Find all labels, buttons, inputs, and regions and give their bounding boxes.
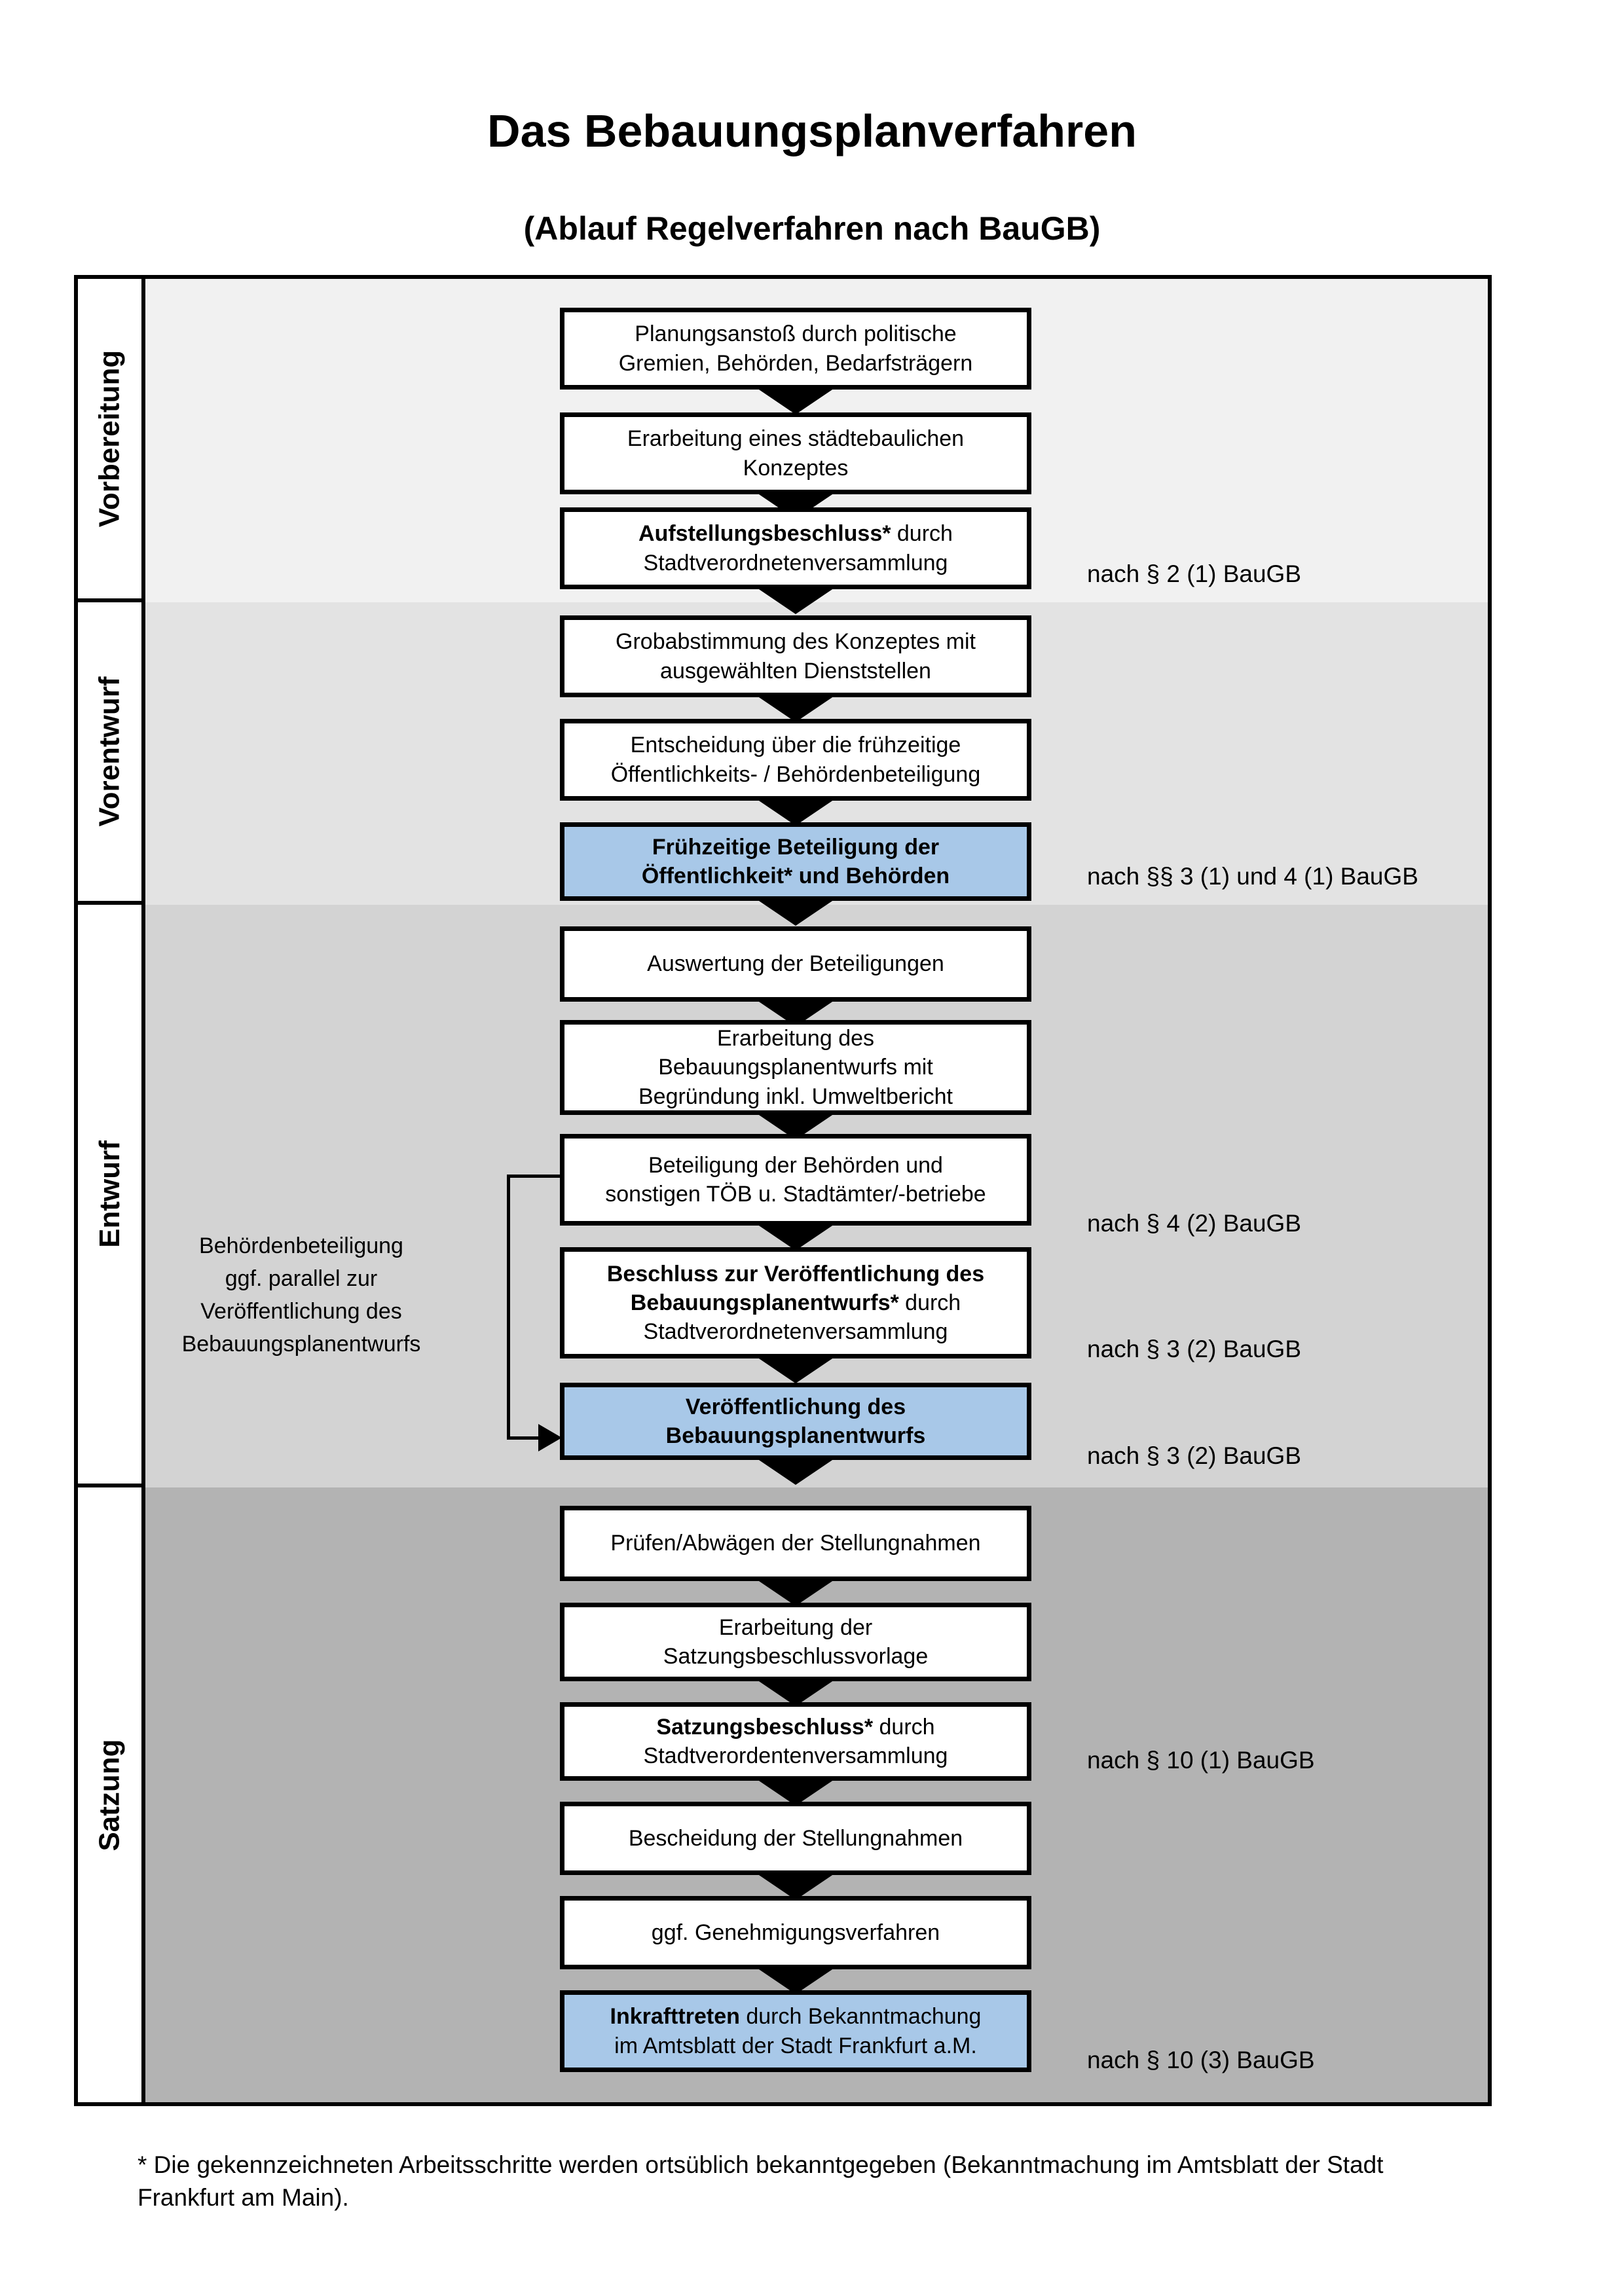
flow-step-text-rest: durch Stadtverordentenversammlung [643,1714,948,1768]
flow-step-text: Erarbeitung eines städtebaulichen Konzep… [625,424,967,482]
flow-step-text-rest: Bescheidung der Stellungnahmen [628,1825,963,1851]
phase-label-vorentwurf: Vorentwurf [93,676,126,827]
parallel-note: Behördenbeteiligung ggf. parallel zur Ve… [181,1233,421,1357]
flow-step-text: Erarbeitung der Satzungsbeschlussvorlage [661,1613,931,1671]
legal-reference: nach § 2 (1) BauGB [1087,560,1302,587]
flow-step-text: Planungsanstoß durch politische Gremien,… [616,319,976,377]
flow-step-text-rest: Entscheidung über die frühzeitige Öffent… [610,733,981,787]
flow-step-text-bold: Frühzeitige Beteiligung der Öffentlichke… [641,834,950,888]
flow-step-text: Bescheidung der Stellungnahmen [626,1824,965,1853]
flow-step-text-bold: Beschluss zur Veröffentlichung des Bebau… [606,1261,985,1315]
phase-label-cell: Vorbereitung [78,279,145,602]
flow-step-text-rest: Erarbeitung eines städtebaulichen Konzep… [627,426,965,481]
flow-step-text: Grobabstimmung des Konzeptes mit ausgewä… [613,627,978,685]
right-arrow-icon [538,1424,562,1451]
phase-label-cell: Vorentwurf [78,602,145,905]
down-arrow-icon [755,1679,836,1706]
phase-label-vorbereitung: Vorbereitung [93,350,126,528]
flow-step-text: Satzungsbeschluss* durch Stadtverordente… [641,1713,951,1770]
flow-step-text-rest: Grobabstimmung des Konzeptes mit ausgewä… [616,629,976,683]
flow-step-text: Inkrafttreten durch Bekanntmachung im Am… [608,2002,984,2060]
flow-step-grobabstimmung: Grobabstimmung des Konzeptes mit ausgewä… [560,615,1031,697]
down-arrow-icon [755,695,836,722]
flow-step-text: Entscheidung über die frühzeitige Öffent… [608,731,984,788]
down-arrow-icon [755,1872,836,1900]
phase-label-entwurf: Entwurf [93,1140,126,1248]
down-arrow-icon [755,1967,836,1994]
bracket-line-vertical [507,1175,510,1440]
down-arrow-icon [755,798,836,826]
flow-step-text-rest: Auswertung der Beteiligungen [647,951,944,977]
flow-step-text: Erarbeitung des Bebauungsplanentwurfs mi… [636,1024,955,1111]
flow-step-text-bold: Inkrafttreten [610,2004,740,2030]
legal-reference: nach § 3 (2) BauGB [1087,1442,1302,1469]
flow-step-text-rest: durch Stadtverordnetenversammlung [643,1290,961,1345]
flow-step-text: Prüfen/Abwägen der Stellungnahmen [608,1529,983,1558]
flow-step-text-rest: Prüfen/Abwägen der Stellungnahmen [610,1531,981,1556]
flow-step-satzungsvorlage: Erarbeitung der Satzungsbeschlussvorlage [560,1603,1031,1681]
footnote: * Die gekennzeichneten Arbeitsschritte w… [138,2151,1384,2211]
down-arrow-icon [755,1778,836,1806]
flow-step-genehmigungsverfahren: ggf. Genehmigungsverfahren [560,1896,1031,1969]
legal-reference: nach § 4 (2) BauGB [1087,1210,1302,1237]
flow-step-planungsanstoss: Planungsanstoß durch politische Gremien,… [560,308,1031,390]
flow-step-entwurf-erarbeitung: Erarbeitung des Bebauungsplanentwurfs mi… [560,1020,1031,1115]
flow-step-konzept-erarbeitung: Erarbeitung eines städtebaulichen Konzep… [560,412,1031,494]
flow-step-entscheidung-beteiligung: Entscheidung über die frühzeitige Öffent… [560,719,1031,801]
flow-step-text-rest: ggf. Genehmigungsverfahren [651,1920,940,1945]
down-arrow-icon [755,898,836,926]
flow-step-veroeffentlichung: Veröffentlichung des Bebauungsplanentwur… [560,1383,1031,1460]
flow-step-auswertung: Auswertung der Beteiligungen [560,926,1031,1002]
flow-step-text-rest: Erarbeitung der Satzungsbeschlussvorlage [663,1614,929,1669]
flow-step-text-rest: Planungsanstoß durch politische Gremien,… [618,321,973,376]
legal-reference: nach § 3 (2) BauGB [1087,1336,1302,1362]
flow-step-bescheidung: Bescheidung der Stellungnahmen [560,1802,1031,1875]
flow-step-text-rest: Erarbeitung des Bebauungsplanentwurfs mi… [638,1026,953,1109]
page-subtitle: (Ablauf Regelverfahren nach BauGB) [523,210,1101,247]
down-arrow-icon [755,1356,836,1383]
bracket-line-bottom [507,1436,541,1440]
flow-step-text: Beteiligung der Behörden und sonstigen T… [602,1151,988,1209]
phase-label-cell: Satzung [78,1487,145,2102]
flow-step-text: Beschluss zur Veröffentlichung des Bebau… [604,1260,987,1347]
flow-step-text-rest: durch Bekanntmachung im Amtsblatt der St… [614,2004,982,2058]
flow-step-text-rest: Beteiligung der Behörden und sonstigen T… [605,1152,986,1207]
down-arrow-icon [755,1457,836,1485]
down-arrow-icon [755,1223,836,1250]
flow-step-text-rest: durch Stadtverordnetenversammlung [643,521,953,575]
flow-step-aufstellungsbeschluss: Aufstellungsbeschluss* durch Stadtverord… [560,507,1031,589]
phase-label-cell: Entwurf [78,905,145,1487]
flow-step-behoerdenbeteiligung: Beteiligung der Behörden und sonstigen T… [560,1134,1031,1226]
flow-step-text: Frühzeitige Beteiligung der Öffentlichke… [639,833,952,890]
down-arrow-icon [755,387,836,414]
flow-step-veroeffentlichungsbeschluss: Beschluss zur Veröffentlichung des Bebau… [560,1247,1031,1358]
flow-step-pruefen-abwaegen: Prüfen/Abwägen der Stellungnahmen [560,1506,1031,1581]
down-arrow-icon [755,1578,836,1606]
page-title: Das Bebauungsplanverfahren [487,105,1137,156]
flow-step-text: Auswertung der Beteiligungen [644,949,947,978]
flow-step-text: Aufstellungsbeschluss* durch Stadtverord… [636,519,955,577]
bracket-line-top [507,1175,563,1178]
legal-reference: nach §§ 3 (1) und 4 (1) BauGB [1087,863,1418,890]
flow-step-inkrafttreten: Inkrafttreten durch Bekanntmachung im Am… [560,1990,1031,2072]
flow-step-text-bold: Aufstellungsbeschluss* [638,521,891,547]
flow-step-satzungsbeschluss: Satzungsbeschluss* durch Stadtverordente… [560,1702,1031,1781]
flow-step-text-bold: Satzungsbeschluss* [656,1714,874,1740]
flow-step-text-bold: Veröffentlichung des Bebauungsplanentwur… [665,1394,926,1448]
down-arrow-icon [755,587,836,614]
legal-reference: nach § 10 (1) BauGB [1087,1747,1315,1774]
flow-step-text: ggf. Genehmigungsverfahren [649,1918,942,1947]
flow-step-text: Veröffentlichung des Bebauungsplanentwur… [663,1393,929,1450]
flow-step-fruehzeitige-beteiligung: Frühzeitige Beteiligung der Öffentlichke… [560,822,1031,901]
legal-reference: nach § 10 (3) BauGB [1087,2047,1315,2073]
phase-label-satzung: Satzung [93,1738,126,1851]
